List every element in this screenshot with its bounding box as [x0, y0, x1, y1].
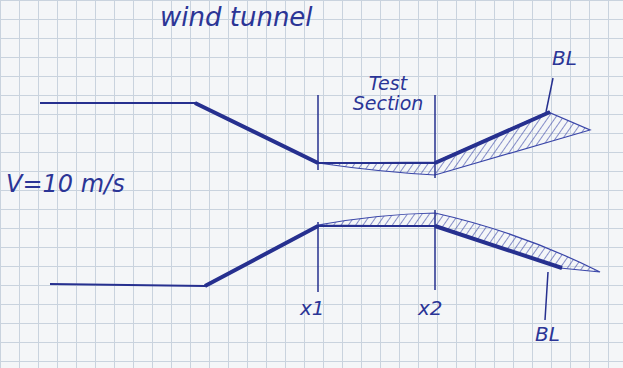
section-line: [317, 222, 319, 292]
title: wind tunnel: [160, 4, 313, 31]
section-line: [434, 95, 436, 178]
station-label: x1: [300, 298, 325, 319]
leader-line: [545, 272, 548, 320]
lower-wall-bold: [205, 226, 562, 286]
station-label: x2: [418, 298, 443, 319]
bl-label: BL: [552, 48, 577, 69]
section-label: Test Section: [338, 74, 438, 114]
velocity-label: V=10 m/s: [6, 172, 125, 197]
bl-label: BL: [535, 324, 560, 345]
leader-line: [546, 78, 553, 112]
upper-wall: [40, 103, 550, 163]
boundary-layer-bottom: [318, 213, 600, 272]
section-line: [434, 210, 436, 290]
section-line: [317, 95, 319, 170]
lower-wall: [50, 226, 562, 286]
boundary-layer-top: [318, 112, 590, 175]
